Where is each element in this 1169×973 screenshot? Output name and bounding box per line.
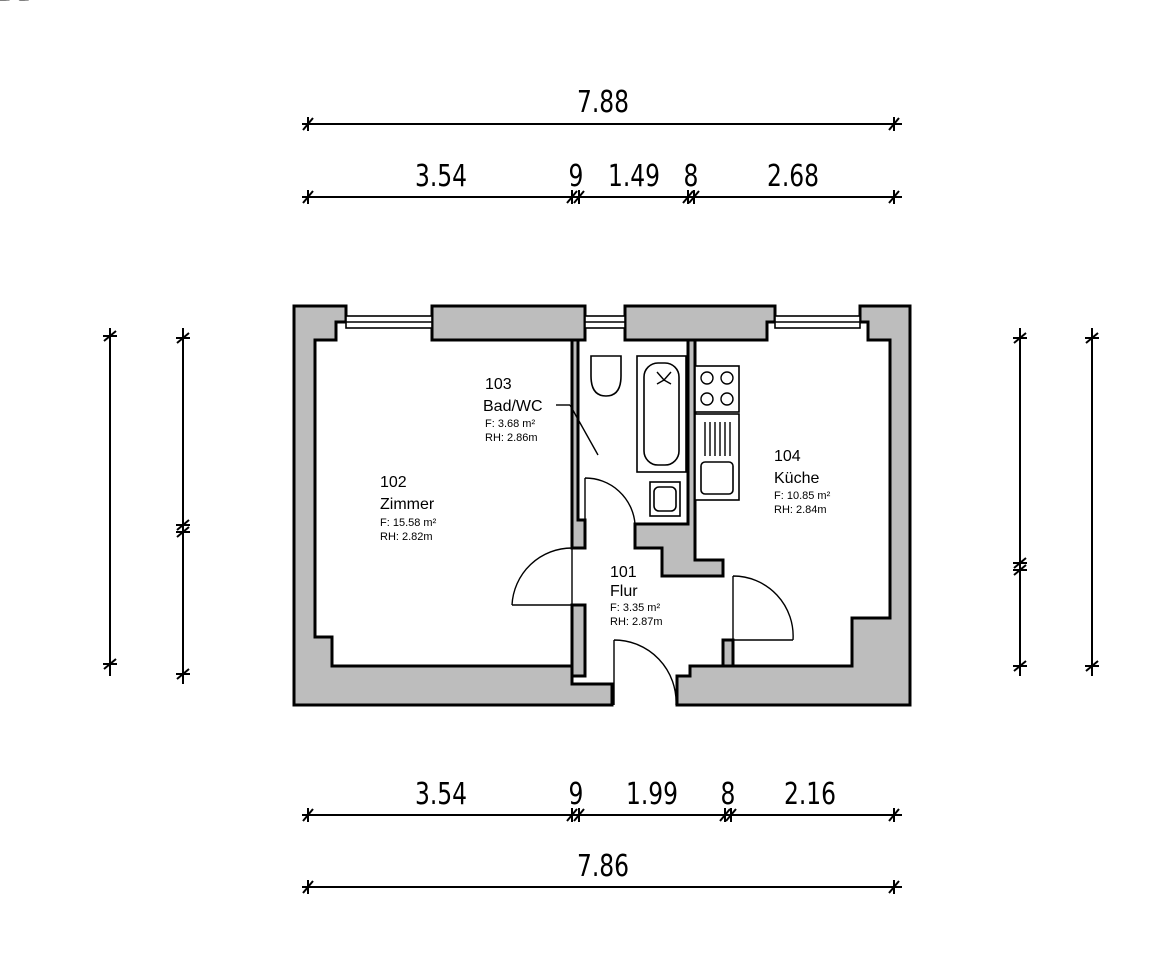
room-area: F: 3.35 m² [610,602,660,614]
door-entrance [613,639,677,706]
door-kueche [732,575,794,641]
room-height: RH: 2.82m [380,531,433,543]
dim-right-parts: 3.05 8 1.31 [0,0,1027,676]
dim-bottom-total: 7.86 [302,849,902,894]
wall-top-right [623,304,777,342]
room-104: 104 Küche F: 10.85 m² RH: 2.84m [774,448,831,516]
room-area: F: 3.68 m² [485,418,535,430]
dim-label: 2.53 [0,0,33,8]
room-height: RH: 2.84m [774,504,827,516]
toilet [590,355,622,397]
wall-right [675,304,912,707]
room-number: 104 [774,448,801,465]
room-number: 101 [610,564,637,581]
room-name: Küche [774,470,819,487]
dim-label: 3.54 [415,777,467,812]
dim-label: 1.94 [0,0,33,8]
exterior-walls [292,304,912,707]
dim-left-parts: 2.53 9 1.94 [0,0,190,684]
dim-label: 1.31 [0,0,33,8]
wall-zimmer-bad [570,338,587,550]
dim-bottom-parts: 3.54 9 1.99 8 2.16 [302,777,902,822]
room-102: 102 Zimmer F: 15.58 m² RH: 2.82m [380,474,437,543]
room-height: RH: 2.86m [485,432,538,444]
dim-label: 7.86 [577,849,629,884]
room-103: 103 Bad/WC F: 3.68 m² RH: 2.86m [483,376,543,444]
dim-label: 2.68 [767,159,819,194]
dim-top-parts: 3.54 9 1.49 8 2.68 [302,159,902,204]
dim-label: 9 [0,0,10,8]
dim-left-total: 4.43 [0,0,117,676]
dim-label: 1.49 [608,159,660,194]
wall-top-middle [430,304,587,342]
room-area: F: 15.58 m² [380,517,437,529]
room-area: F: 10.85 m² [774,490,831,502]
room-height: RH: 2.87m [610,616,663,628]
dim-label: 9 [569,777,584,812]
dim-label: 8 [0,0,10,8]
dim-label: 3.05 [0,0,33,8]
dim-label: 4.43 [0,0,33,8]
room-name: Zimmer [380,496,435,513]
dim-label: 4.44 [0,0,33,8]
kitchen-fixtures [694,365,740,501]
door-bad [584,477,636,525]
room-101: 101 Flur F: 3.35 m² RH: 2.87m [610,564,663,628]
room-number: 102 [380,474,407,491]
stove [694,365,740,413]
dim-top-total: 7.88 [302,85,902,131]
doors [511,477,794,706]
dim-label: 8 [721,777,736,812]
bathroom-fixtures [556,355,687,517]
door-zimmer [511,547,573,606]
wall-left [292,304,614,707]
wall-flur-kueche [721,638,735,668]
room-name: Bad/WC [483,398,543,415]
room-name: Flur [610,583,638,600]
dim-label: 7.88 [577,85,629,120]
windows [345,315,861,329]
dim-label: 8 [684,159,699,194]
room-number: 103 [485,376,512,393]
dim-label: 2.16 [784,777,836,812]
dim-label: 1.99 [626,777,678,812]
wall-zimmer-flur [570,603,587,678]
dim-label: 9 [569,159,584,194]
dim-label: 3.54 [415,159,467,194]
dim-right-total: 4.44 [0,0,1099,676]
